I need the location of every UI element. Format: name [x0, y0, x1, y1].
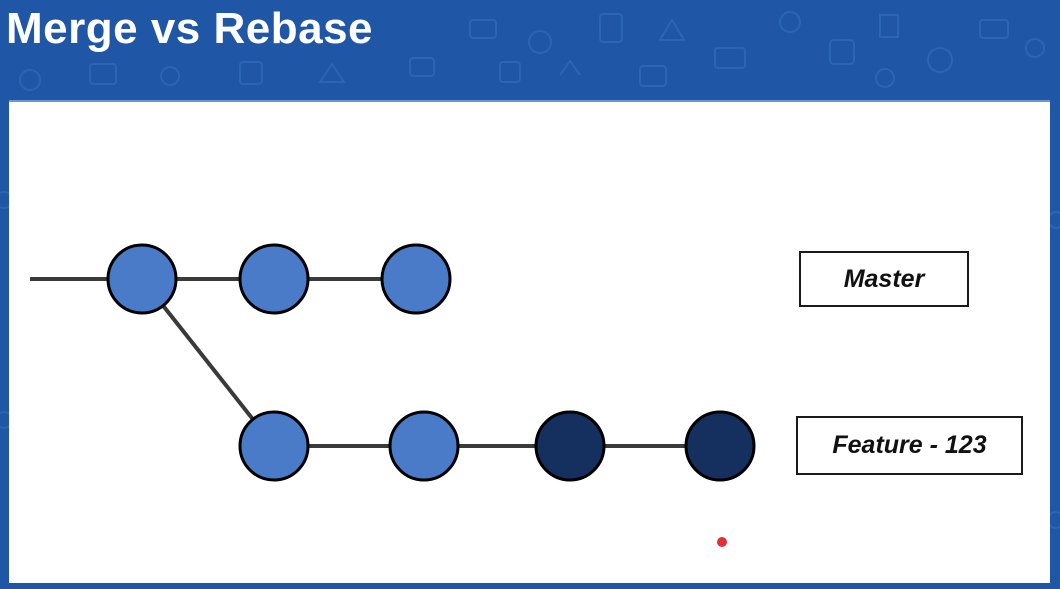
commit-node-f1 [238, 410, 310, 482]
branch-label-feature: Feature - 123 [796, 416, 1023, 475]
commit-node-f2 [388, 410, 460, 482]
branch-label-master: Master [799, 251, 969, 307]
nodes-layer [106, 243, 756, 482]
laser-pointer-dot [717, 537, 727, 547]
commit-node-m1 [106, 243, 178, 315]
content-panel [9, 100, 1050, 583]
commit-node-m2 [238, 243, 310, 315]
slide-title: Merge vs Rebase [6, 4, 374, 53]
commit-node-m3 [380, 243, 452, 315]
commit-node-f3 [534, 410, 606, 482]
branch-label-master-text: Master [843, 264, 925, 293]
branch-label-feature-text: Feature - 123 [832, 431, 987, 459]
commit-node-f4 [684, 410, 756, 482]
